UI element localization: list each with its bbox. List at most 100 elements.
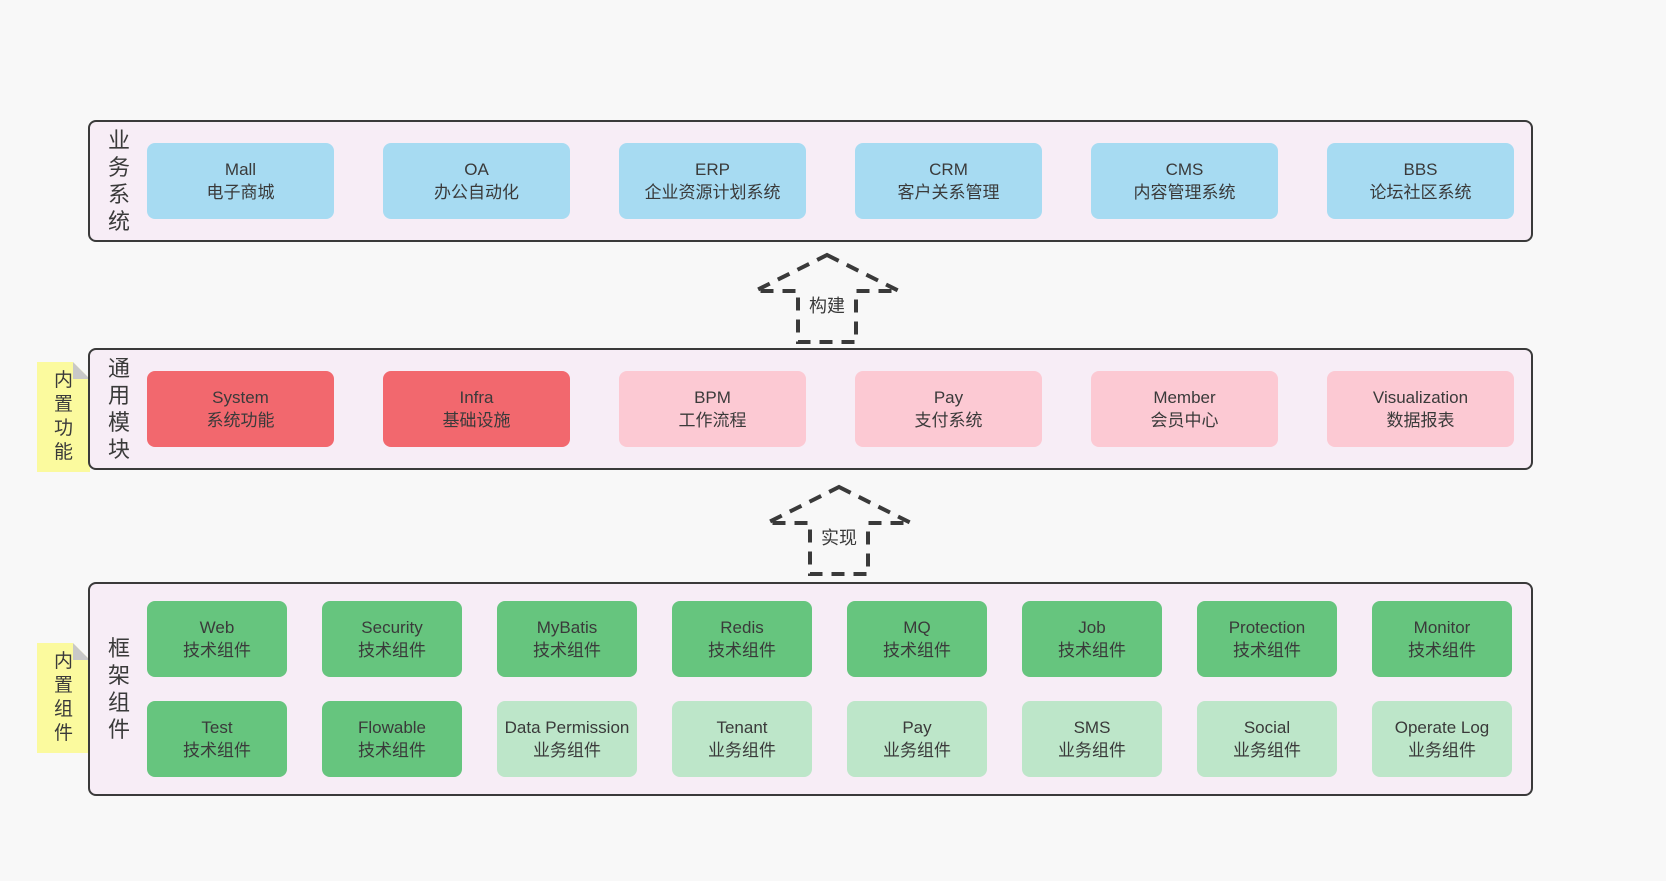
card-member-en: Member — [1153, 388, 1216, 407]
arrow-up-icon — [766, 484, 912, 576]
card-operate-log: Operate Log 业务组件 — [1372, 701, 1512, 777]
card-pay-module-en: Pay — [933, 388, 964, 407]
card-bbs: BBS 论坛社区系统 — [1327, 143, 1514, 219]
card-test: Test 技术组件 — [147, 701, 287, 777]
card-pay-component: Pay 业务组件 — [847, 701, 987, 777]
panel-framework-components: 框 架 组 件 Web 技术组件 Security 技术组件 MyBatis 技… — [88, 582, 1533, 796]
card-web-zh: 技术组件 — [183, 641, 251, 660]
card-oa-en: OA — [464, 160, 489, 179]
card-infra-en: Infra — [459, 388, 494, 407]
card-social-en: Social — [1243, 718, 1291, 737]
framework-components-row-2: Test 技术组件 Flowable 技术组件 Data Permission … — [147, 701, 1512, 777]
tab-built-in-components-label: 内 置 组 件 — [53, 651, 73, 744]
card-mq: MQ 技术组件 — [847, 601, 987, 677]
card-oa-zh: 办公自动化 — [434, 183, 519, 202]
card-mq-en: MQ — [903, 618, 931, 637]
card-system-zh: 系统功能 — [206, 411, 275, 430]
card-bpm-en: BPM — [694, 388, 731, 407]
card-cms: CMS 内容管理系统 — [1091, 143, 1278, 219]
card-tenant-zh: 业务组件 — [708, 741, 776, 760]
card-cms-en: CMS — [1165, 160, 1204, 179]
card-mall-zh: 电子商城 — [206, 183, 275, 202]
card-mybatis: MyBatis 技术组件 — [497, 601, 637, 677]
tab-built-in-features-label: 内 置 功 能 — [53, 370, 73, 463]
card-sms-en: SMS — [1073, 718, 1111, 737]
card-test-zh: 技术组件 — [183, 741, 251, 760]
card-social: Social 业务组件 — [1197, 701, 1337, 777]
business-systems-row: Mall 电子商城 OA 办公自动化 ERP 企业资源计划系统 CRM 客户关系… — [147, 122, 1514, 240]
card-bbs-zh: 论坛社区系统 — [1369, 183, 1472, 202]
card-test-en: Test — [201, 718, 233, 737]
card-system: System 系统功能 — [147, 371, 334, 447]
card-crm-en: CRM — [929, 160, 968, 179]
implement-arrow-label: 实现 — [818, 524, 860, 550]
card-infra: Infra 基础设施 — [383, 371, 570, 447]
card-visualization-zh: 数据报表 — [1386, 411, 1455, 430]
panel-business-systems-title: 业 务 系 统 — [107, 128, 130, 234]
card-operate-log-en: Operate Log — [1394, 718, 1490, 737]
card-protection-en: Protection — [1228, 618, 1306, 637]
card-data-permission-en: Data Permission — [504, 718, 630, 737]
card-job-en: Job — [1078, 618, 1106, 637]
card-crm-zh: 客户关系管理 — [897, 183, 1000, 202]
common-modules-row: System 系统功能 Infra 基础设施 BPM 工作流程 Pay 支付系统… — [147, 350, 1514, 468]
arrow-up-icon — [754, 252, 900, 344]
implement-arrow: 实现 — [764, 484, 914, 577]
build-arrow-label: 构建 — [806, 292, 848, 318]
card-mall: Mall 电子商城 — [147, 143, 334, 219]
card-tenant-en: Tenant — [716, 718, 768, 737]
card-operate-log-zh: 业务组件 — [1408, 741, 1476, 760]
card-bpm: BPM 工作流程 — [619, 371, 806, 447]
card-visualization-en: Visualization — [1372, 388, 1469, 407]
card-infra-zh: 基础设施 — [442, 411, 511, 430]
card-monitor-en: Monitor — [1413, 618, 1471, 637]
card-data-permission: Data Permission 业务组件 — [497, 701, 637, 777]
card-mybatis-en: MyBatis — [536, 618, 598, 637]
card-member: Member 会员中心 — [1091, 371, 1278, 447]
card-pay-component-zh: 业务组件 — [883, 741, 951, 760]
card-monitor: Monitor 技术组件 — [1372, 601, 1512, 677]
card-redis-en: Redis — [720, 618, 764, 637]
card-security-en: Security — [361, 618, 423, 637]
card-tenant: Tenant 业务组件 — [672, 701, 812, 777]
card-flowable-zh: 技术组件 — [358, 741, 426, 760]
tab-built-in-features: 内 置 功 能 — [37, 362, 90, 472]
card-sms-zh: 业务组件 — [1058, 741, 1126, 760]
card-security: Security 技术组件 — [322, 601, 462, 677]
card-pay-component-en: Pay — [902, 718, 932, 737]
card-visualization: Visualization 数据报表 — [1327, 371, 1514, 447]
card-mybatis-zh: 技术组件 — [533, 641, 601, 660]
card-pay-module-zh: 支付系统 — [914, 411, 983, 430]
card-crm: CRM 客户关系管理 — [855, 143, 1042, 219]
card-member-zh: 会员中心 — [1150, 411, 1219, 430]
card-flowable: Flowable 技术组件 — [322, 701, 462, 777]
panel-framework-components-title: 框 架 组 件 — [107, 636, 130, 742]
card-job: Job 技术组件 — [1022, 601, 1162, 677]
card-erp-en: ERP — [695, 160, 730, 179]
card-web: Web 技术组件 — [147, 601, 287, 677]
framework-components-grid: Web 技术组件 Security 技术组件 MyBatis 技术组件 Redi… — [147, 584, 1512, 794]
card-redis-zh: 技术组件 — [708, 641, 776, 660]
card-oa: OA 办公自动化 — [383, 143, 570, 219]
card-protection: Protection 技术组件 — [1197, 601, 1337, 677]
card-pay-module: Pay 支付系统 — [855, 371, 1042, 447]
card-sms: SMS 业务组件 — [1022, 701, 1162, 777]
card-cms-zh: 内容管理系统 — [1133, 183, 1236, 202]
card-monitor-zh: 技术组件 — [1408, 641, 1476, 660]
card-erp: ERP 企业资源计划系统 — [619, 143, 806, 219]
card-security-zh: 技术组件 — [358, 641, 426, 660]
card-web-en: Web — [199, 618, 235, 637]
card-bbs-en: BBS — [1403, 160, 1438, 179]
card-protection-zh: 技术组件 — [1233, 641, 1301, 660]
card-system-en: System — [212, 388, 269, 407]
card-social-zh: 业务组件 — [1233, 741, 1301, 760]
card-erp-zh: 企业资源计划系统 — [644, 183, 781, 202]
card-job-zh: 技术组件 — [1058, 641, 1126, 660]
card-flowable-en: Flowable — [357, 718, 427, 737]
framework-components-row-1: Web 技术组件 Security 技术组件 MyBatis 技术组件 Redi… — [147, 601, 1512, 677]
tab-built-in-components: 内 置 组 件 — [37, 643, 90, 753]
card-data-permission-zh: 业务组件 — [533, 741, 601, 760]
card-mall-en: Mall — [224, 160, 257, 179]
panel-business-systems: 业 务 系 统 Mall 电子商城 OA 办公自动化 ERP 企业资源计划系统 … — [88, 120, 1533, 242]
